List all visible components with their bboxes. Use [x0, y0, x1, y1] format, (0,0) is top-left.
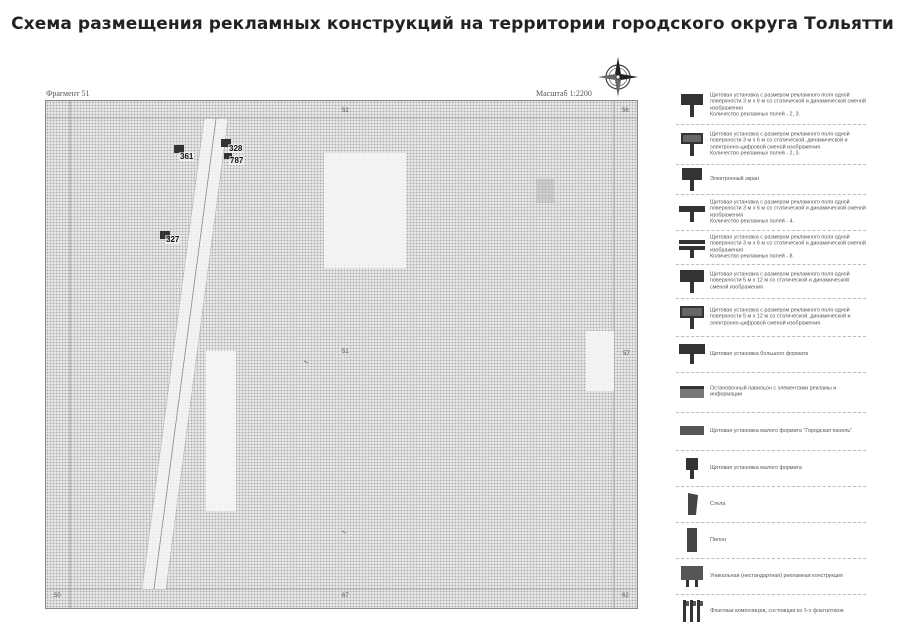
ad-structure-label[interactable]: 787: [229, 156, 245, 165]
legend-item: Щитовая установка с размером рекламного …: [676, 194, 866, 231]
legend-item-text: Щитовая установка малого формата "Городс…: [710, 427, 853, 434]
ad-structure-marker[interactable]: [174, 145, 184, 153]
small-format-city-board-icon: [680, 426, 704, 435]
legend-item: Пилон: [676, 522, 866, 559]
compass-rose-icon: [598, 57, 638, 97]
large-format-billboard-icon: [679, 344, 705, 364]
legend-item-text: Щитовая установка большого формата: [710, 350, 809, 357]
ad-structure-label[interactable]: 361: [179, 152, 195, 161]
unique-structure-icon: [681, 566, 703, 587]
legend-item-text: Щитовая установка с размером рекламного …: [710, 199, 866, 225]
map-cell-label: 57: [623, 351, 630, 357]
legend-item: Электронный экран: [676, 164, 866, 195]
legend-item: Щитовая установка малого формата: [676, 450, 866, 487]
legend-item-text: Щитовая установка с размером рекламного …: [710, 92, 866, 118]
map-cell-label: 62: [622, 593, 629, 599]
legend-item-text: Щитовая установка с размером рекламного …: [710, 271, 850, 291]
pylon-icon: [687, 528, 697, 552]
legend-item-text: Пилон: [710, 536, 727, 543]
ad-structure-label[interactable]: 327: [165, 235, 181, 244]
map-cell-label: 52: [342, 108, 349, 114]
legend-item-text: Щитовая установка с размером рекламного …: [710, 234, 866, 260]
map-cell-label: 56: [622, 108, 629, 114]
fragment-label: Фрагмент 51: [46, 89, 90, 98]
legend-item: Щитовая установка большого формата: [676, 336, 866, 373]
legend-item: Флаговая композиция, состоящая из 3-х фл…: [676, 594, 866, 628]
legend-item-text: Щитовая установка с размером рекламного …: [710, 131, 850, 157]
scale-label: Масштаб 1:2200: [536, 89, 592, 98]
billboard-5x12-icon: [680, 270, 704, 293]
legend-item: Уникальная (нестандартная) рекламная кон…: [676, 558, 866, 595]
legend-item: Щитовая установка малого формата "Городс…: [676, 412, 866, 451]
legend-item-text: Щитовая установка с размером рекламного …: [710, 307, 851, 327]
legend-item-text: Щитовая установка малого формата: [710, 464, 802, 471]
map-view[interactable]: 52 56 51 57 50 67 62 361 328 787 327: [45, 100, 638, 609]
map-cell-label: 51: [342, 349, 349, 355]
legend-item: Щитовая установка с размером рекламного …: [676, 264, 866, 299]
legend-item: Щитовая установка с размером рекламного …: [676, 230, 866, 265]
billboard-3x6-digital-icon: [681, 133, 703, 156]
page-title: Схема размещения рекламных конструкций н…: [11, 14, 894, 34]
billboard-5x12-digital-icon: [680, 306, 704, 329]
legend-item-text: Электронный экран: [710, 175, 760, 182]
legend-item-text: Уникальная (нестандартная) рекламная кон…: [710, 572, 843, 579]
billboard-3x6-icon: [681, 94, 703, 117]
legend-item: Стела: [676, 486, 866, 523]
map-base-layer: [46, 101, 637, 608]
billboard-3x6-four-fields-icon: [679, 206, 705, 222]
ad-structure-marker[interactable]: [224, 153, 232, 159]
legend-item-text: Флаговая композиция, состоящая из 3-х фл…: [710, 607, 844, 614]
legend-item-text: Стела: [710, 500, 726, 507]
legend-item: Щитовая установка с размером рекламного …: [676, 298, 866, 337]
legend-item: Остановочный павильон с элементами рекла…: [676, 372, 866, 413]
flag-composition-icon: [683, 600, 703, 622]
legend-item: Щитовая установка с размером рекламного …: [676, 124, 866, 165]
stele-icon: [688, 493, 698, 515]
ad-structure-marker[interactable]: [221, 139, 231, 147]
pavilion-icon: [680, 386, 704, 398]
billboard-3x6-eight-fields-icon: [679, 240, 705, 258]
map-cell-label: 67: [342, 593, 349, 599]
legend-item: Щитовая установка с размером рекламного …: [676, 86, 866, 125]
ad-structure-label[interactable]: 328: [228, 144, 244, 153]
legend-item-text: Остановочный павильон с элементами рекла…: [710, 385, 837, 398]
map-cell-label: 50: [54, 593, 61, 599]
small-format-board-icon: [686, 458, 698, 479]
electronic-screen-icon: [682, 168, 702, 191]
